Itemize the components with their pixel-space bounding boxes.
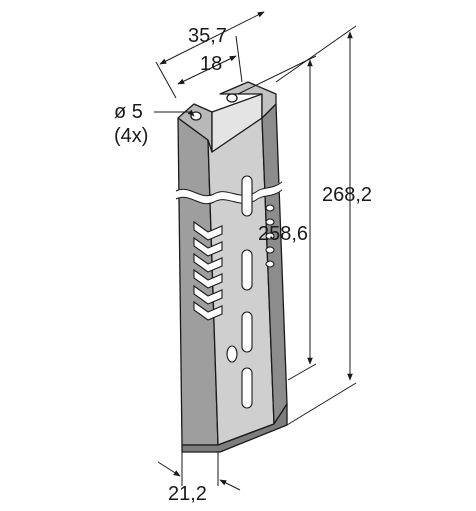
bracket-bottom-edge: [181, 403, 288, 453]
hole-count-label: (4x): [114, 125, 148, 147]
front-face-slots: [226, 175, 253, 409]
mounting-bracket: [174, 81, 288, 453]
break-line-cut: [174, 182, 285, 204]
outer-width-label: 35,7: [188, 25, 227, 47]
overall-height-label: 268,2: [322, 184, 372, 206]
depth-label: 21,2: [168, 483, 207, 505]
break-line-outline-bottom: [175, 189, 283, 205]
inner-width-label: 18: [200, 53, 222, 75]
dimension-overall-height: 268,2: [275, 25, 372, 426]
dimension-hole-pitch-height: 258,6: [237, 55, 317, 381]
mounting-hole-top-left: [190, 111, 202, 121]
callout-hole-diameter: ø 5 (4x): [114, 101, 195, 147]
right-strip-slots: [265, 204, 275, 268]
side-flange-slots: [193, 220, 223, 321]
bracket-top-right-tab: [219, 81, 277, 119]
break-line-outline-top: [175, 181, 283, 197]
mounting-hole-top-right: [226, 93, 238, 103]
dimension-depth: 21,2: [157, 452, 241, 505]
hole-pitch-height-label: 258,6: [258, 223, 308, 245]
hole-diameter-label: ø 5: [114, 101, 143, 123]
dimension-top-widths: 35,7 18: [155, 11, 265, 99]
